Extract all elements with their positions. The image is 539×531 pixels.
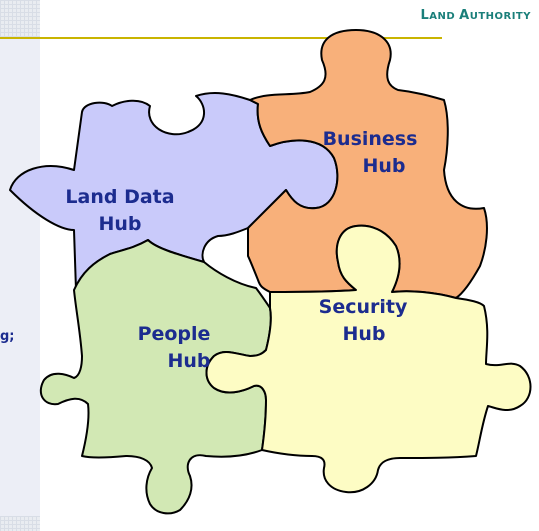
brand-logo: LAND AUTHORITY: [420, 8, 531, 23]
people-line2: Hub: [167, 350, 211, 372]
hub-label-business: Business Hub: [312, 126, 428, 180]
business-line2: Hub: [362, 155, 406, 177]
left-panel-fragment: g;: [0, 329, 15, 344]
land-data-line1: Land Data: [65, 186, 175, 208]
security-line2: Hub: [342, 323, 386, 345]
puzzle-piece-people[interactable]: [39, 239, 272, 515]
hub-label-security: Security Hub: [308, 294, 418, 348]
hub-label-people: People Hub: [118, 321, 230, 375]
left-panel: [0, 38, 40, 516]
land-data-line2: Hub: [98, 213, 142, 235]
puzzle-piece-security[interactable]: [205, 224, 532, 494]
security-line1: Security: [318, 296, 408, 318]
business-line1: Business: [322, 128, 418, 150]
hub-label-land-data: Land Data Hub: [52, 184, 188, 238]
header-rule: [0, 37, 442, 39]
people-line1: People: [137, 323, 211, 345]
